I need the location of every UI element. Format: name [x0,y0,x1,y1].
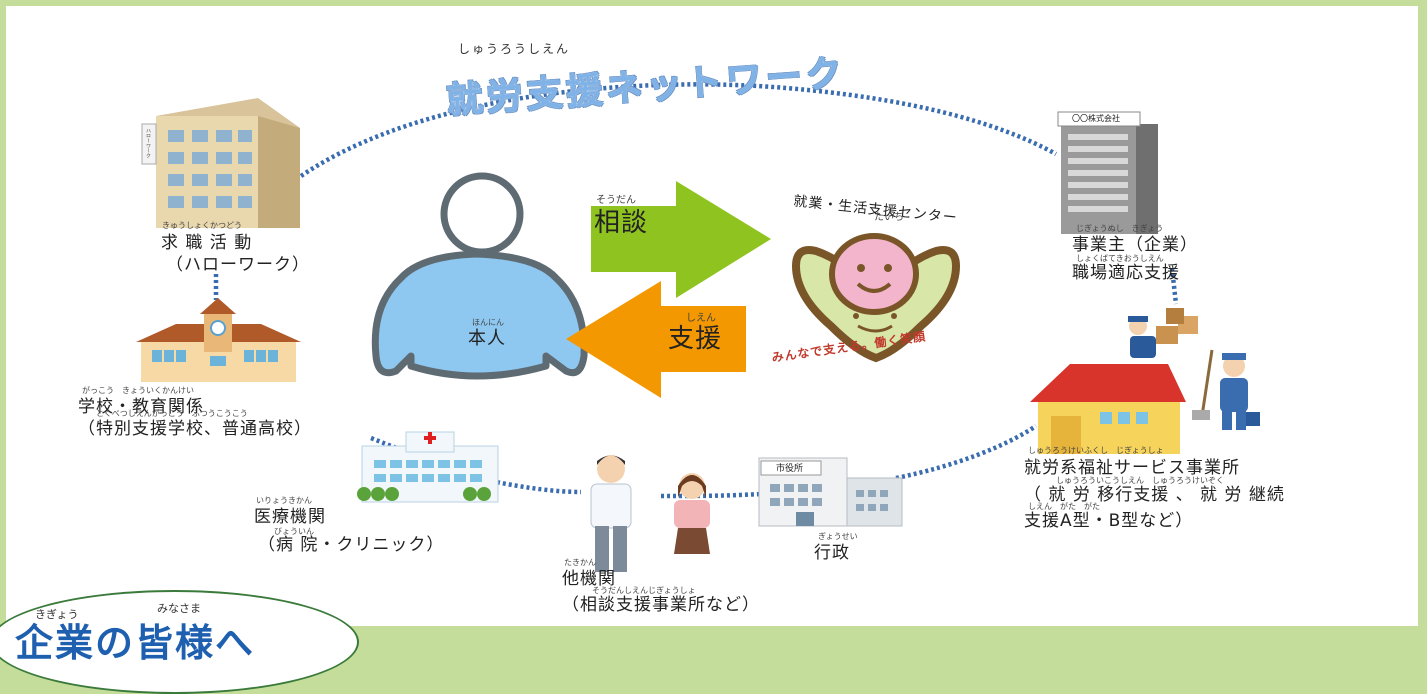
support-label: 支援 [668,324,723,354]
gov-sign: 市役所 [776,464,804,474]
diagram-graphics [136,82,1260,572]
welfare-ruby1: しゅうろうけいふくし じぎょうしょ [1028,446,1164,455]
welfare-ruby3: しえん がた がた [1028,502,1100,511]
other-line2: （相談支援事業所など） [562,595,760,615]
consult-ruby: そうだん [596,195,636,206]
center-sub: たいち [874,212,904,223]
corner-ruby1: きぎょう [35,608,79,621]
person-label: 本人 [468,328,506,349]
welfare-ruby2: しゅうろういこうしえん しゅうろうけいぞく [1056,476,1224,485]
worker-with-boxes-icon [1128,308,1198,358]
welfare-line2: （ 就 労 移行支援 、 就 労 継続 [1024,485,1285,505]
gov-line1: 行政 [814,543,850,563]
diagram-frame: しゅうろうしえん 就労支援ネットワーク そうだん 相談 しえん 支援 ほんにん … [6,6,1418,626]
employer-ruby2: しょくばてきおうしえん [1076,254,1164,263]
employer-ruby1: じぎょうぬし きぎょう [1076,224,1164,233]
network-dotted-path [213,82,1179,499]
worker-with-broom-icon [1192,349,1260,430]
center-logo-icon [791,233,961,363]
person-ruby: ほんにん [472,318,504,327]
welfare-house-icon [1030,364,1186,454]
school-line1: 学校・教育関係 [78,397,204,417]
employer-line2: 職場適応支援 [1072,263,1180,283]
hello-work-line2: （ハローワーク） [166,255,310,275]
corner-ruby2: みなさま [157,602,201,615]
other-ruby2: そうだんしえんじぎょうしょ [592,586,696,595]
welfare-line3: 支援A型・B型など） [1024,511,1194,531]
school-building-icon [136,298,301,382]
school-ruby2: とくべつしえんがっこう ふつうこうこう [96,409,248,418]
school-ruby1: がっこう きょういくかんけい [82,386,194,395]
employer-line1: 事業主（企業） [1072,235,1198,255]
hello-work-building-icon [141,98,300,228]
other-line1: 他機関 [562,569,616,589]
medical-line1: 医療機関 [254,507,326,527]
support-arrow-icon [566,281,746,398]
school-line2: （特別支援学校、普通高校） [78,419,312,439]
consult-label: 相談 [594,208,649,238]
company-building-icon [1057,111,1158,234]
consult-arrow-icon [591,181,771,298]
corner-text: 企業の皆様へ [15,621,256,665]
support-ruby: しえん [686,313,716,324]
hospital-building-icon [357,431,499,503]
hello-work-line1: 求 職 活 動 [161,233,253,253]
person-silhouette-icon [371,172,588,380]
gov-ruby: ぎょうせい [818,532,858,541]
medical-ruby1: いりょうきかん [256,496,312,505]
hello-work-ruby: きゅうしょくかつどう [162,221,242,230]
welfare-line1: 就労系福祉サービス事業所 [1024,458,1240,478]
medical-line2: （病 院・クリニック） [258,535,445,555]
network-title-ruby: しゅうろうしえん [458,42,571,56]
city-office-building-icon [758,457,903,527]
other-ruby1: たきかん [564,558,596,567]
staff-people-icon [590,455,710,572]
hello-work-sign: ハローワーク [145,128,151,158]
employer-sign: 〇〇株式会社 [1072,114,1120,123]
medical-ruby2: びょういん [274,527,314,536]
